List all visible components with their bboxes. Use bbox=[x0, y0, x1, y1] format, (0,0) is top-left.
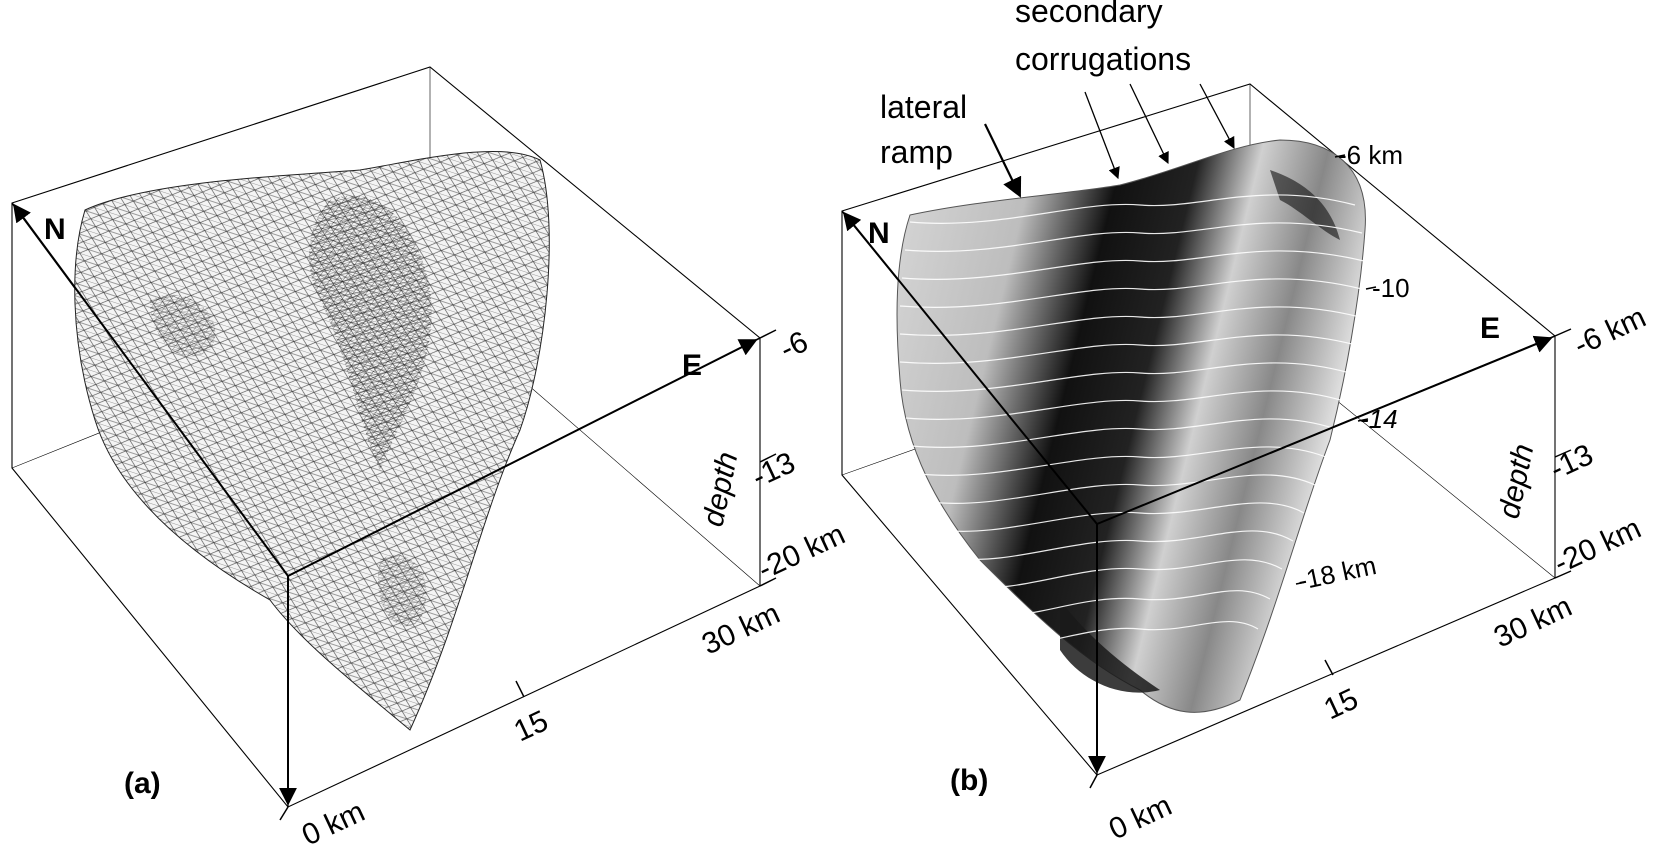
depth-tick-bottom-b: -20 km bbox=[1549, 512, 1646, 581]
panel-b: N E depth -6 km -13 -20 km 30 km 15 0 km… bbox=[841, 0, 1651, 846]
north-arrow-a bbox=[12, 203, 289, 577]
annotation-arrows bbox=[984, 83, 1235, 198]
distance-tick-origin-a: 0 km bbox=[297, 795, 370, 848]
depth-tick-top-a: -6 bbox=[775, 325, 813, 366]
annotation-secondary-line2: corrugations bbox=[1015, 41, 1191, 77]
distance-tick-mid-a: 15 bbox=[509, 704, 553, 748]
contour-label-18km: -18 km bbox=[1295, 550, 1379, 596]
north-label-a: N bbox=[44, 213, 66, 246]
east-arrow-a bbox=[287, 339, 758, 577]
annotation-lateral-line2: ramp bbox=[880, 134, 953, 170]
annotation-secondary-line1: secondary bbox=[1015, 0, 1163, 29]
annotation-lateral-line1: lateral bbox=[880, 89, 967, 125]
contour-label-6km: -6 km bbox=[1338, 140, 1403, 170]
depth-tick-mid-b: -13 bbox=[1545, 438, 1598, 486]
distance-tick-mid-b: 15 bbox=[1319, 682, 1363, 726]
distance-tick-origin-b: 0 km bbox=[1104, 789, 1177, 846]
east-label-a: E bbox=[682, 349, 702, 382]
distance-tick-far-b: 30 km bbox=[1489, 590, 1577, 654]
depth-tick-top-b: -6 km bbox=[1569, 301, 1651, 363]
depth-axis-label-a: depth bbox=[697, 449, 745, 529]
distance-tick-far-a: 30 km bbox=[697, 597, 785, 661]
fault-mesh-surface bbox=[74, 150, 550, 731]
ticks-b bbox=[1089, 154, 1572, 789]
depth-tick-mid-a: -13 bbox=[747, 446, 800, 494]
north-label-b: N bbox=[868, 217, 890, 250]
ticks-a bbox=[279, 329, 777, 821]
north-arrow-b bbox=[842, 211, 1098, 525]
contour-label-10: -10 bbox=[1372, 273, 1410, 303]
panel-label-b: (b) bbox=[950, 764, 988, 797]
panel-label-a: (a) bbox=[124, 767, 161, 800]
panel-a: N E depth -6 -13 -20 km 30 km 15 0 km (a… bbox=[11, 66, 850, 848]
depth-tick-bottom-a: -20 km bbox=[753, 518, 850, 587]
east-label-b: E bbox=[1480, 312, 1500, 345]
contour-label-14: -14 bbox=[1360, 404, 1398, 434]
depth-axis-label-b: depth bbox=[1493, 441, 1541, 521]
fault-shaded-surface bbox=[896, 139, 1366, 713]
east-arrow-b bbox=[1096, 335, 1553, 525]
